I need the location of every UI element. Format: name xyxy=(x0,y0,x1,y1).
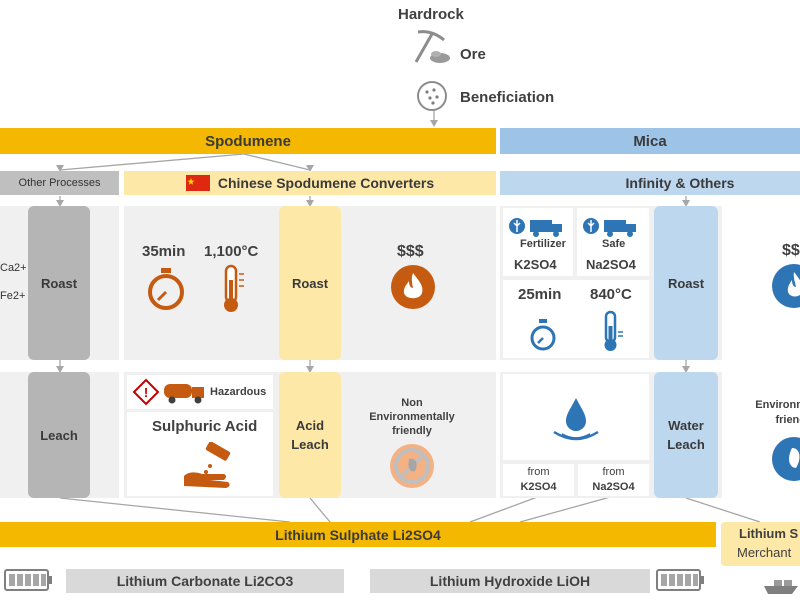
water-leach-column: Water Leach xyxy=(654,372,718,498)
beneficiation-icon xyxy=(417,81,447,111)
battery-right-icon xyxy=(656,569,704,591)
hazardous-label: Hazardous xyxy=(210,386,267,398)
pickaxe-ore-icon xyxy=(414,30,450,63)
infinity-banner: Infinity & Others xyxy=(500,171,800,195)
from-k2so4-box xyxy=(503,464,574,496)
merchant-label: Merchant xyxy=(737,545,792,560)
fe-ion-label: Fe2+ xyxy=(0,290,26,302)
safe-truck-icon xyxy=(583,218,636,237)
fertilizer-label: Fertilizer xyxy=(520,238,566,250)
merchant-box: Lithium S Merchant xyxy=(721,522,800,566)
flame-icon xyxy=(391,265,435,309)
infinity-roast-label: Roast xyxy=(667,275,705,291)
lithium-sulphate-banner: Lithium Sulphate Li2SO4 xyxy=(0,522,716,547)
chinese-roast-column: Roast xyxy=(279,206,341,360)
left-roast-label: Roast xyxy=(40,275,78,291)
from-na2so4-box xyxy=(578,464,649,496)
chinese-roast-time: 35min xyxy=(142,243,186,260)
china-flag-icon xyxy=(185,175,210,191)
from-na2so4-value: Na2SO4 xyxy=(592,481,635,493)
chinese-converters-banner: Chinese Spodumene Converters xyxy=(124,171,496,195)
chinese-roast-label: Roast xyxy=(291,275,329,291)
lithium-hydroxide-box: Lithium Hydroxide LiOH xyxy=(370,569,650,593)
safe-na2so4: Na2SO4 xyxy=(586,257,636,272)
infinity-cost: $$ xyxy=(782,242,800,259)
thermometer-icon xyxy=(224,264,244,312)
fertilizer-truck-icon xyxy=(509,218,562,237)
beneficiation-label: Beneficiation xyxy=(460,89,555,106)
chinese-converters-label: Chinese Spodumene Converters xyxy=(217,175,435,191)
fertilizer-k2so4: K2SO4 xyxy=(514,257,557,272)
no-environment-icon xyxy=(390,444,434,488)
mica-banner: Mica xyxy=(500,128,800,154)
sulphuric-acid-label: Sulphuric Acid xyxy=(152,418,258,435)
left-roast-column: Roast xyxy=(28,206,90,360)
acid-leach-column: Acid Leach xyxy=(279,372,341,498)
acid-leach-label: Acid Leach xyxy=(291,418,329,452)
ore-label: Ore xyxy=(460,46,486,63)
acid-hand-icon xyxy=(184,442,231,488)
infinity-roast-column: Roast xyxy=(654,206,718,360)
flame-blue-icon xyxy=(772,264,800,308)
left-leach-column: Leach xyxy=(28,372,90,498)
hazard-truck-icon: ! xyxy=(132,378,204,406)
ca-ion-label: Ca2+ xyxy=(0,262,27,274)
ship-icon xyxy=(764,580,798,594)
safe-label: Safe xyxy=(602,238,626,250)
env-friendly-icon xyxy=(772,437,800,481)
from-k2so4-value: K2SO4 xyxy=(520,481,557,493)
env-friendly-label: Environm friend xyxy=(755,399,800,426)
infinity-roast-time: 25min xyxy=(518,286,562,303)
stopwatch-icon xyxy=(148,268,184,310)
from-label-2: from xyxy=(602,466,625,478)
from-label-1: from xyxy=(527,466,550,478)
water-drop-icon xyxy=(553,398,599,441)
chinese-cost: $$$ xyxy=(397,243,424,260)
infinity-stats-box xyxy=(503,280,649,358)
thermometer-blue-icon xyxy=(604,310,623,351)
spodumene-banner: Spodumene xyxy=(0,128,496,154)
chinese-roast-temp: 1,100°C xyxy=(204,243,259,260)
lithium-s-label: Lithium S xyxy=(739,526,799,541)
lithium-carbonate-box: Lithium Carbonate Li2CO3 xyxy=(66,569,344,593)
battery-left-icon xyxy=(4,569,52,591)
infinity-roast-temp: 840°C xyxy=(590,286,632,303)
other-processes-banner: Other Processes xyxy=(0,171,119,195)
left-leach-label: Leach xyxy=(40,427,78,443)
hardrock-label: Hardrock xyxy=(398,6,464,23)
water-leach-label: Water Leach xyxy=(667,418,705,452)
non-env-label: Non Environmentally friendly xyxy=(369,397,455,437)
svg-text:!: ! xyxy=(144,385,148,400)
infinity-label: Infinity & Others xyxy=(625,175,735,191)
stopwatch-blue-icon xyxy=(530,319,556,351)
